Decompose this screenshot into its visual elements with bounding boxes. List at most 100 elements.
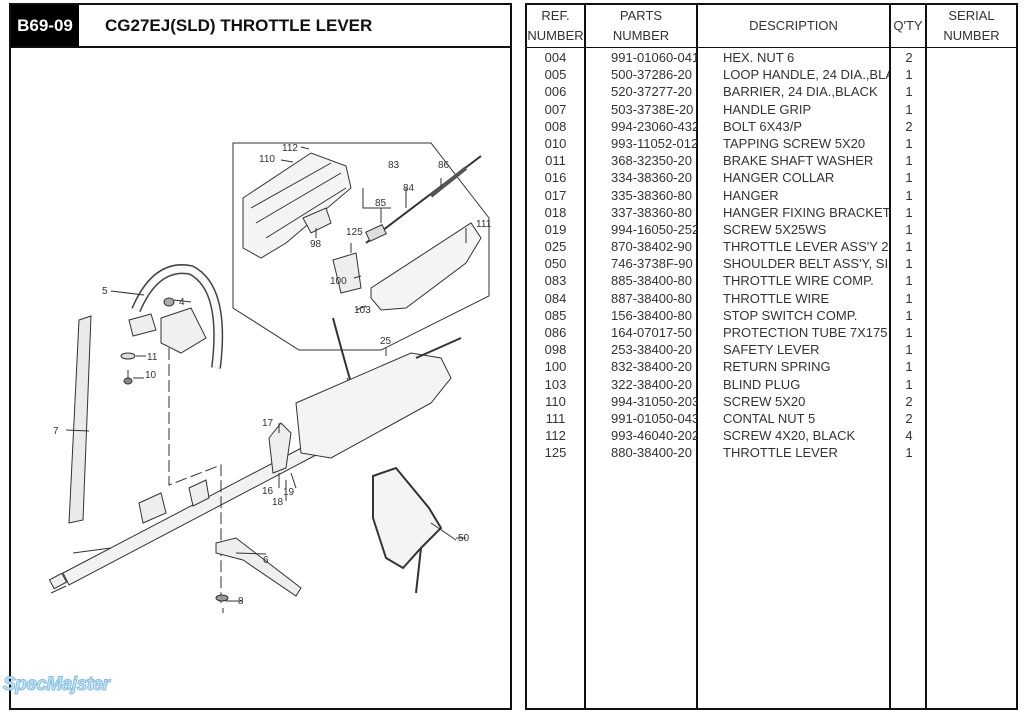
part-number-cell: 870-38402-90 (611, 239, 692, 255)
header-divider (527, 47, 1016, 48)
header-label: PARTS (619, 8, 663, 23)
inset-assembly-outline (232, 142, 490, 351)
part-number-cell: 253-38400-20 (611, 342, 692, 358)
quantity-cell: 2 (905, 393, 913, 409)
table-header: REF. NUMBER PARTS NUMBER DESCRIPTION Q'T… (527, 5, 1016, 47)
callout-10: 10 (145, 370, 157, 381)
callout-17: 17 (262, 418, 274, 429)
ref-number-cell: 011 (545, 153, 566, 169)
part-number-cell: 503-3738E-20 (611, 101, 694, 117)
column-divider (889, 5, 891, 708)
header-label: SERIAL (948, 8, 995, 23)
housing-lower (370, 222, 482, 311)
ref-number-cell: 007 (544, 101, 567, 117)
header-label: Q'TY (893, 18, 923, 33)
quantity-cell: 2 (905, 118, 913, 134)
ref-number-cell: 086 (544, 325, 567, 340)
quantity-cell: 1 (905, 204, 913, 220)
handle-grip (68, 315, 92, 524)
housing-upper (242, 152, 352, 259)
callout-7: 7 (53, 426, 59, 437)
header-description: DESCRIPTION (698, 5, 889, 47)
part-number-cell: 500-37286-20 (611, 67, 692, 83)
part-number-cell: 832-38400-20 (611, 359, 692, 375)
ref-number-cell: 016 (544, 170, 567, 186)
header-serial-number: SERIAL NUMBER (927, 5, 1016, 47)
part-number-cell: 994-23060-432 (611, 118, 697, 134)
quantity-cell: 4 (905, 428, 913, 444)
description-cell: BRAKE SHAFT WASHER (723, 153, 874, 169)
part-number-cell: 991-01060-041 (611, 50, 697, 65)
description-cell: THROTTLE WIRE COMP. (723, 273, 874, 289)
header-qty: Q'TY (891, 5, 925, 47)
quantity-cell: 1 (905, 84, 913, 100)
quantity-cell: 2 (905, 50, 913, 65)
callout-11: 11 (147, 352, 158, 363)
header-label: NUMBER (943, 28, 1000, 43)
shoulder-belt (372, 466, 443, 570)
column-divider (584, 5, 586, 708)
quantity-cell: 1 (905, 273, 913, 289)
description-cell: HANGER COLLAR (723, 170, 835, 186)
part-number-cell: 880-38400-20 (611, 445, 692, 461)
description-cell: SCREW 5X20 (723, 393, 806, 409)
shaft-end (48, 572, 68, 590)
assembly-arrow (332, 317, 352, 384)
ref-number-cell: 110 (545, 393, 566, 409)
callout-50: 50 (458, 533, 470, 544)
description-cell: SCREW 5X25WS (723, 221, 827, 237)
description-cell: BLIND PLUG (723, 376, 801, 392)
description-cell: THROTTLE LEVER ASS'Y 2 (723, 239, 889, 255)
ref-number-cell: 111 (545, 410, 566, 426)
callout-103: 103 (354, 305, 371, 316)
watermark-logo: SpecMajster (2, 674, 110, 696)
column-divider (696, 5, 698, 708)
quantity-cell: 2 (905, 410, 913, 426)
part-number-cell: 520-37277-20 (611, 84, 692, 100)
callout-25: 25 (380, 336, 392, 347)
ref-number-cell: 112 (545, 428, 566, 444)
description-cell: CONTAL NUT 5 (723, 410, 816, 426)
quantity-cell: 1 (905, 135, 913, 151)
callout-5: 5 (102, 286, 108, 297)
part-number-cell: 993-46040-202 (611, 428, 697, 444)
title-bar: B69-09 CG27EJ(SLD) THROTTLE LEVER (11, 5, 510, 48)
callout-110: 110 (259, 154, 275, 165)
description-cell: LOOP HANDLE, 24 DIA.,BLA (723, 67, 889, 83)
ref-number-cell: 005 (544, 67, 567, 83)
part-number-cell: 322-38400-20 (611, 376, 692, 392)
quantity-cell: 1 (905, 221, 913, 237)
callout-84: 84 (403, 183, 415, 194)
page-code: B69-09 (11, 5, 79, 46)
description-cell: HANDLE GRIP (723, 101, 812, 117)
ref-number-cell: 006 (544, 84, 567, 100)
barrier (215, 537, 302, 597)
ref-number-cell: 125 (544, 445, 567, 461)
callout-112: 112 (282, 143, 298, 154)
ref-number-cell: 018 (544, 204, 567, 220)
ref-number-cell: 103 (544, 376, 567, 392)
diagram-panel: B69-09 CG27EJ(SLD) THROTTLE LEVER (9, 3, 512, 710)
ref-number-cell: 010 (544, 135, 567, 151)
quantity-cell: 1 (905, 325, 913, 340)
part-number-cell: 335-38360-80 (611, 187, 692, 203)
stop-switch (365, 224, 387, 242)
description-cell: STOP SWITCH COMP. (723, 307, 858, 323)
quantity-cell: 1 (905, 376, 913, 392)
quantity-cell: 1 (905, 307, 913, 323)
